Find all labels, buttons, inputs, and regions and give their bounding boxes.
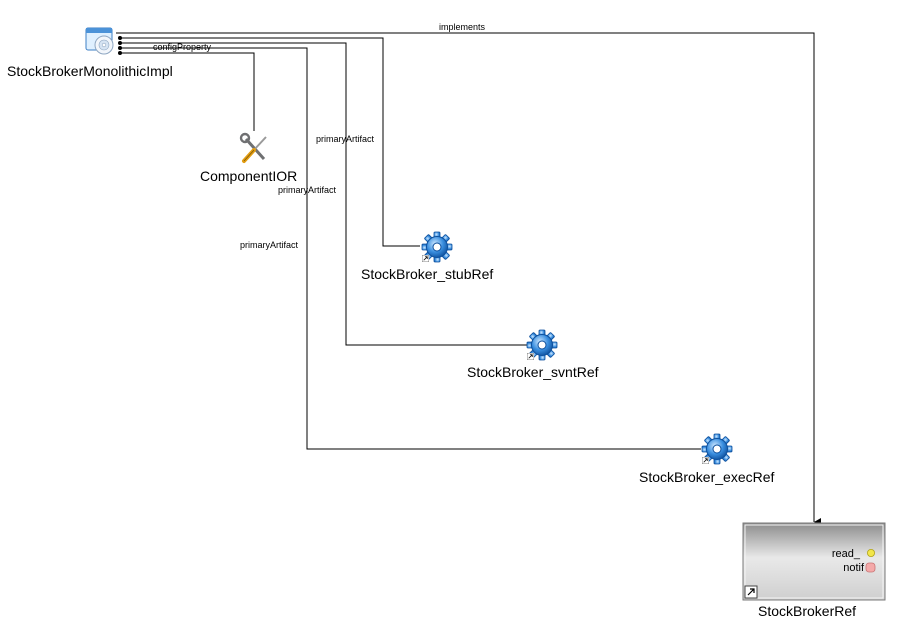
connections xyxy=(116,32,821,526)
node-stockbroker-ref[interactable]: read_ notif StockBrokerRef xyxy=(742,522,886,619)
node-stub-ref[interactable]: StockBroker_stubRef xyxy=(361,231,493,282)
stockbroker-ref-label: StockBrokerRef xyxy=(758,603,856,619)
implements-connection[interactable] xyxy=(116,32,821,526)
component-box xyxy=(742,522,886,601)
connection-endpoints xyxy=(118,36,122,55)
node-exec-ref[interactable]: StockBroker_execRef xyxy=(639,433,775,485)
node-monolithic-impl[interactable]: StockBrokerMonolithicImpl xyxy=(7,27,173,79)
primaryartifact-label-svnt: primaryArtifact xyxy=(278,185,337,195)
svnt-ref-label: StockBroker_svntRef xyxy=(467,364,599,380)
primaryartifact-connection-svnt[interactable] xyxy=(120,42,527,346)
monolithic-impl-label: StockBrokerMonolithicImpl xyxy=(7,63,173,79)
implements-label: implements xyxy=(439,22,486,32)
configproperty-connection[interactable] xyxy=(120,52,255,131)
primaryartifact-connection-exec[interactable] xyxy=(120,47,701,450)
port-notif-icon[interactable] xyxy=(865,562,876,573)
primaryartifact-label-exec: primaryArtifact xyxy=(240,240,299,250)
port-read-icon[interactable] xyxy=(867,549,876,558)
shortcut-arrow-icon xyxy=(744,585,758,599)
exec-ref-label: StockBroker_execRef xyxy=(639,469,775,485)
configproperty-label: configProperty xyxy=(153,42,212,52)
primaryartifact-label-stub: primaryArtifact xyxy=(316,134,375,144)
node-svnt-ref[interactable]: StockBroker_svntRef xyxy=(467,329,599,380)
port-notif-label: notif xyxy=(843,562,865,574)
stub-ref-label: StockBroker_stubRef xyxy=(361,266,493,282)
node-component-ior[interactable]: ComponentIOR xyxy=(200,132,297,184)
monolithic-impl-icon xyxy=(85,27,114,55)
gear-icon xyxy=(526,329,558,361)
tools-icon xyxy=(239,132,267,163)
component-ior-label: ComponentIOR xyxy=(200,168,297,184)
gear-icon xyxy=(701,433,733,465)
gear-icon xyxy=(421,231,453,263)
port-read-label: read_ xyxy=(832,548,861,560)
primaryartifact-connection-stub[interactable] xyxy=(120,37,420,247)
